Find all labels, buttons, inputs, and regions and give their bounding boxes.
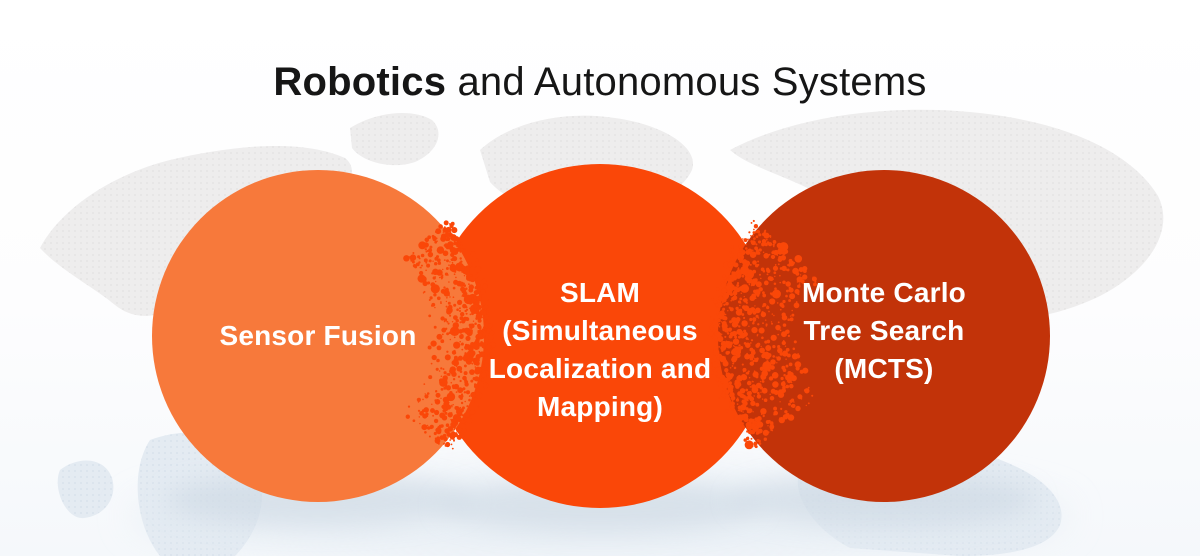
circle-sensor-fusion <box>152 170 484 502</box>
page-title-bold: Robotics <box>273 60 447 104</box>
page-title-rest: and Autonomous Systems <box>446 60 927 104</box>
label-line: SLAM <box>559 277 641 308</box>
label-line: Monte Carlo <box>802 277 966 308</box>
label-slam: SLAM (Simultaneous Localization and Mapp… <box>440 274 760 426</box>
page-title: Robotics and Autonomous Systems <box>0 58 1200 106</box>
label-line: Sensor Fusion <box>219 320 417 351</box>
label-line: Localization and <box>488 353 712 384</box>
label-line: Tree Search <box>803 315 965 346</box>
dissolve-spray-dots <box>403 219 817 450</box>
label-line: (Simultaneous <box>502 315 698 346</box>
label-line: (MCTS) <box>834 353 934 384</box>
circle-mcts <box>718 170 1050 502</box>
label-line: Mapping) <box>536 391 663 422</box>
label-mcts: Monte Carlo Tree Search (MCTS) <box>724 274 1044 388</box>
label-sensor-fusion: Sensor Fusion <box>168 317 468 355</box>
circle-slam <box>428 164 772 508</box>
